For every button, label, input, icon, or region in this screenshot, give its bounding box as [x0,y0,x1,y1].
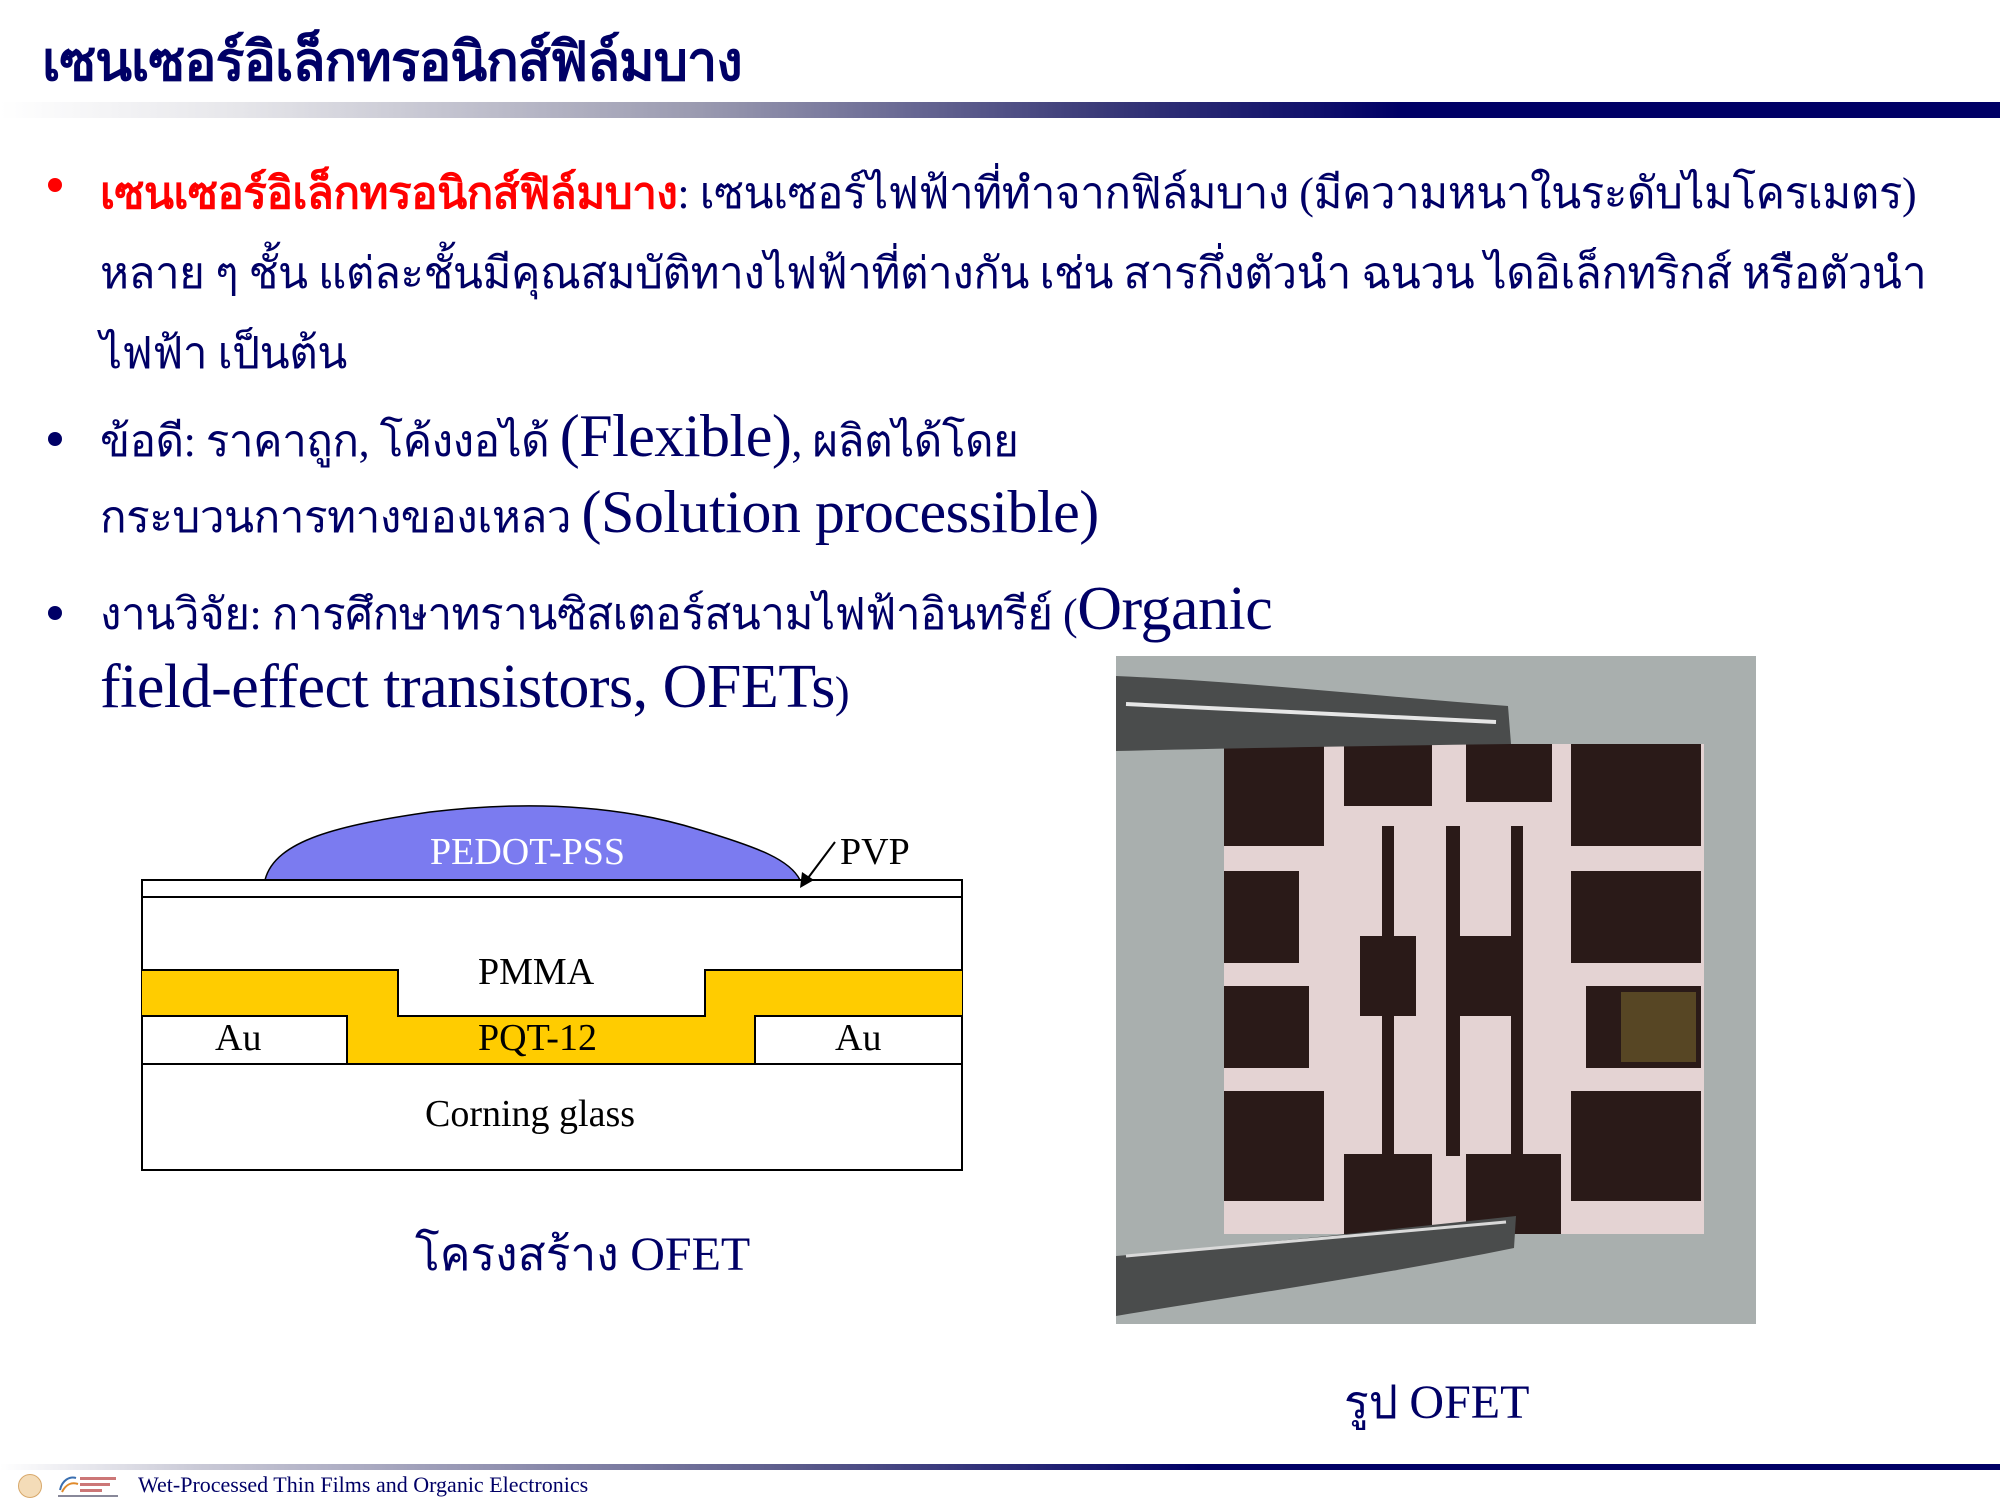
bullet-dot [48,606,62,620]
bullet-2-thai-1: ข้อดี: ราคาถูก, โค้งงอได้ [100,417,560,466]
bullet-1-line-3: ไฟฟ้า เป็นต้น [100,329,347,378]
bullet-1-text-1: เซนเซอร์ไฟฟ้าที่ทำจากฟิล์มบาง (มีความหนา… [689,169,1917,218]
bullet-1-line-2: หลาย ๆ ชั้น แต่ละชั้นมีคุณสมบัติทางไฟฟ้า… [100,249,1927,298]
pvp-layer [141,879,963,898]
label-corning-glass: Corning glass [425,1093,636,1135]
bullet-dot [48,432,62,446]
label-pqt-12: PQT-12 [478,1017,597,1059]
bullet-2-solution: (Solution processible) [581,479,1100,545]
diagram-caption-thai: โครงสร้าง [415,1229,631,1280]
footer-line [0,1464,2000,1470]
label-au-left: Au [215,1017,262,1059]
bullet-2-flexible: (Flexible) [559,403,792,469]
label-pedot-pss: PEDOT-PSS [430,831,626,873]
diagram-caption: โครงสร้าง OFET [415,1218,750,1291]
diagram-caption-en: OFET [630,1228,751,1281]
bullet-3-ofets: field-effect transistors, OFETs [100,653,835,721]
bullet-3-line-2: field-effect transistors, OFETs) [100,652,850,723]
ofet-photo [1116,656,1756,1324]
college-logo-icon [56,1472,120,1498]
pvp-arrow-icon [800,872,814,888]
label-pmma: PMMA [478,951,595,993]
bullet-2-line-2: กระบวนการทางของเหลว (Solution processibl… [100,478,1099,552]
bullet-2-tail: , ผลิตได้โดย [791,417,1019,466]
bullet-2-thai-2: กระบวนการทางของเหลว [100,493,582,542]
tweezer-bottom-icon [1116,1216,1516,1316]
bullet-dot [48,178,62,192]
bullet-1-separator: : [677,169,690,218]
photo-caption-en: OFET [1409,1376,1530,1429]
photo-caption-thai: รูป [1344,1377,1410,1428]
ofet-structure-diagram: PEDOT-PSS PVP PMMA PQT-12 Au Au Corning … [140,800,980,1180]
label-pvp: PVP [840,831,910,873]
bullet-3-organic: Organic [1077,575,1273,643]
bullet-1-line-1: เซนเซอร์อิเล็กทรอนิกส์ฟิล์มบาง: เซนเซอร์… [100,158,1917,228]
bullet-3-close-paren: ) [834,668,850,717]
university-seal-icon [18,1474,42,1498]
au-right-electrode [754,1015,963,1065]
bullet-1-term: เซนเซอร์อิเล็กทรอนิกส์ฟิล์มบาง [100,169,678,218]
slide-title: เซนเซอร์อิเล็กทรอนิกส์ฟิล์มบาง [42,32,743,92]
label-au-right: Au [835,1017,882,1059]
pedot-pss-layer [264,805,802,881]
bullet-2-line-1: ข้อดี: ราคาถูก, โค้งงอได้ (Flexible), ผล… [100,402,1019,476]
title-underline-bar [0,102,2000,118]
footer-course-title: Wet-Processed Thin Films and Organic Ele… [138,1472,589,1497]
bullet-3-thai: งานวิจัย: การศึกษาทรานซิสเตอร์สนามไฟฟ้าอ… [100,590,1078,639]
bullet-3-line-1: งานวิจัย: การศึกษาทรานซิสเตอร์สนามไฟฟ้าอ… [100,574,1273,649]
photo-caption: รูป OFET [1344,1366,1529,1439]
